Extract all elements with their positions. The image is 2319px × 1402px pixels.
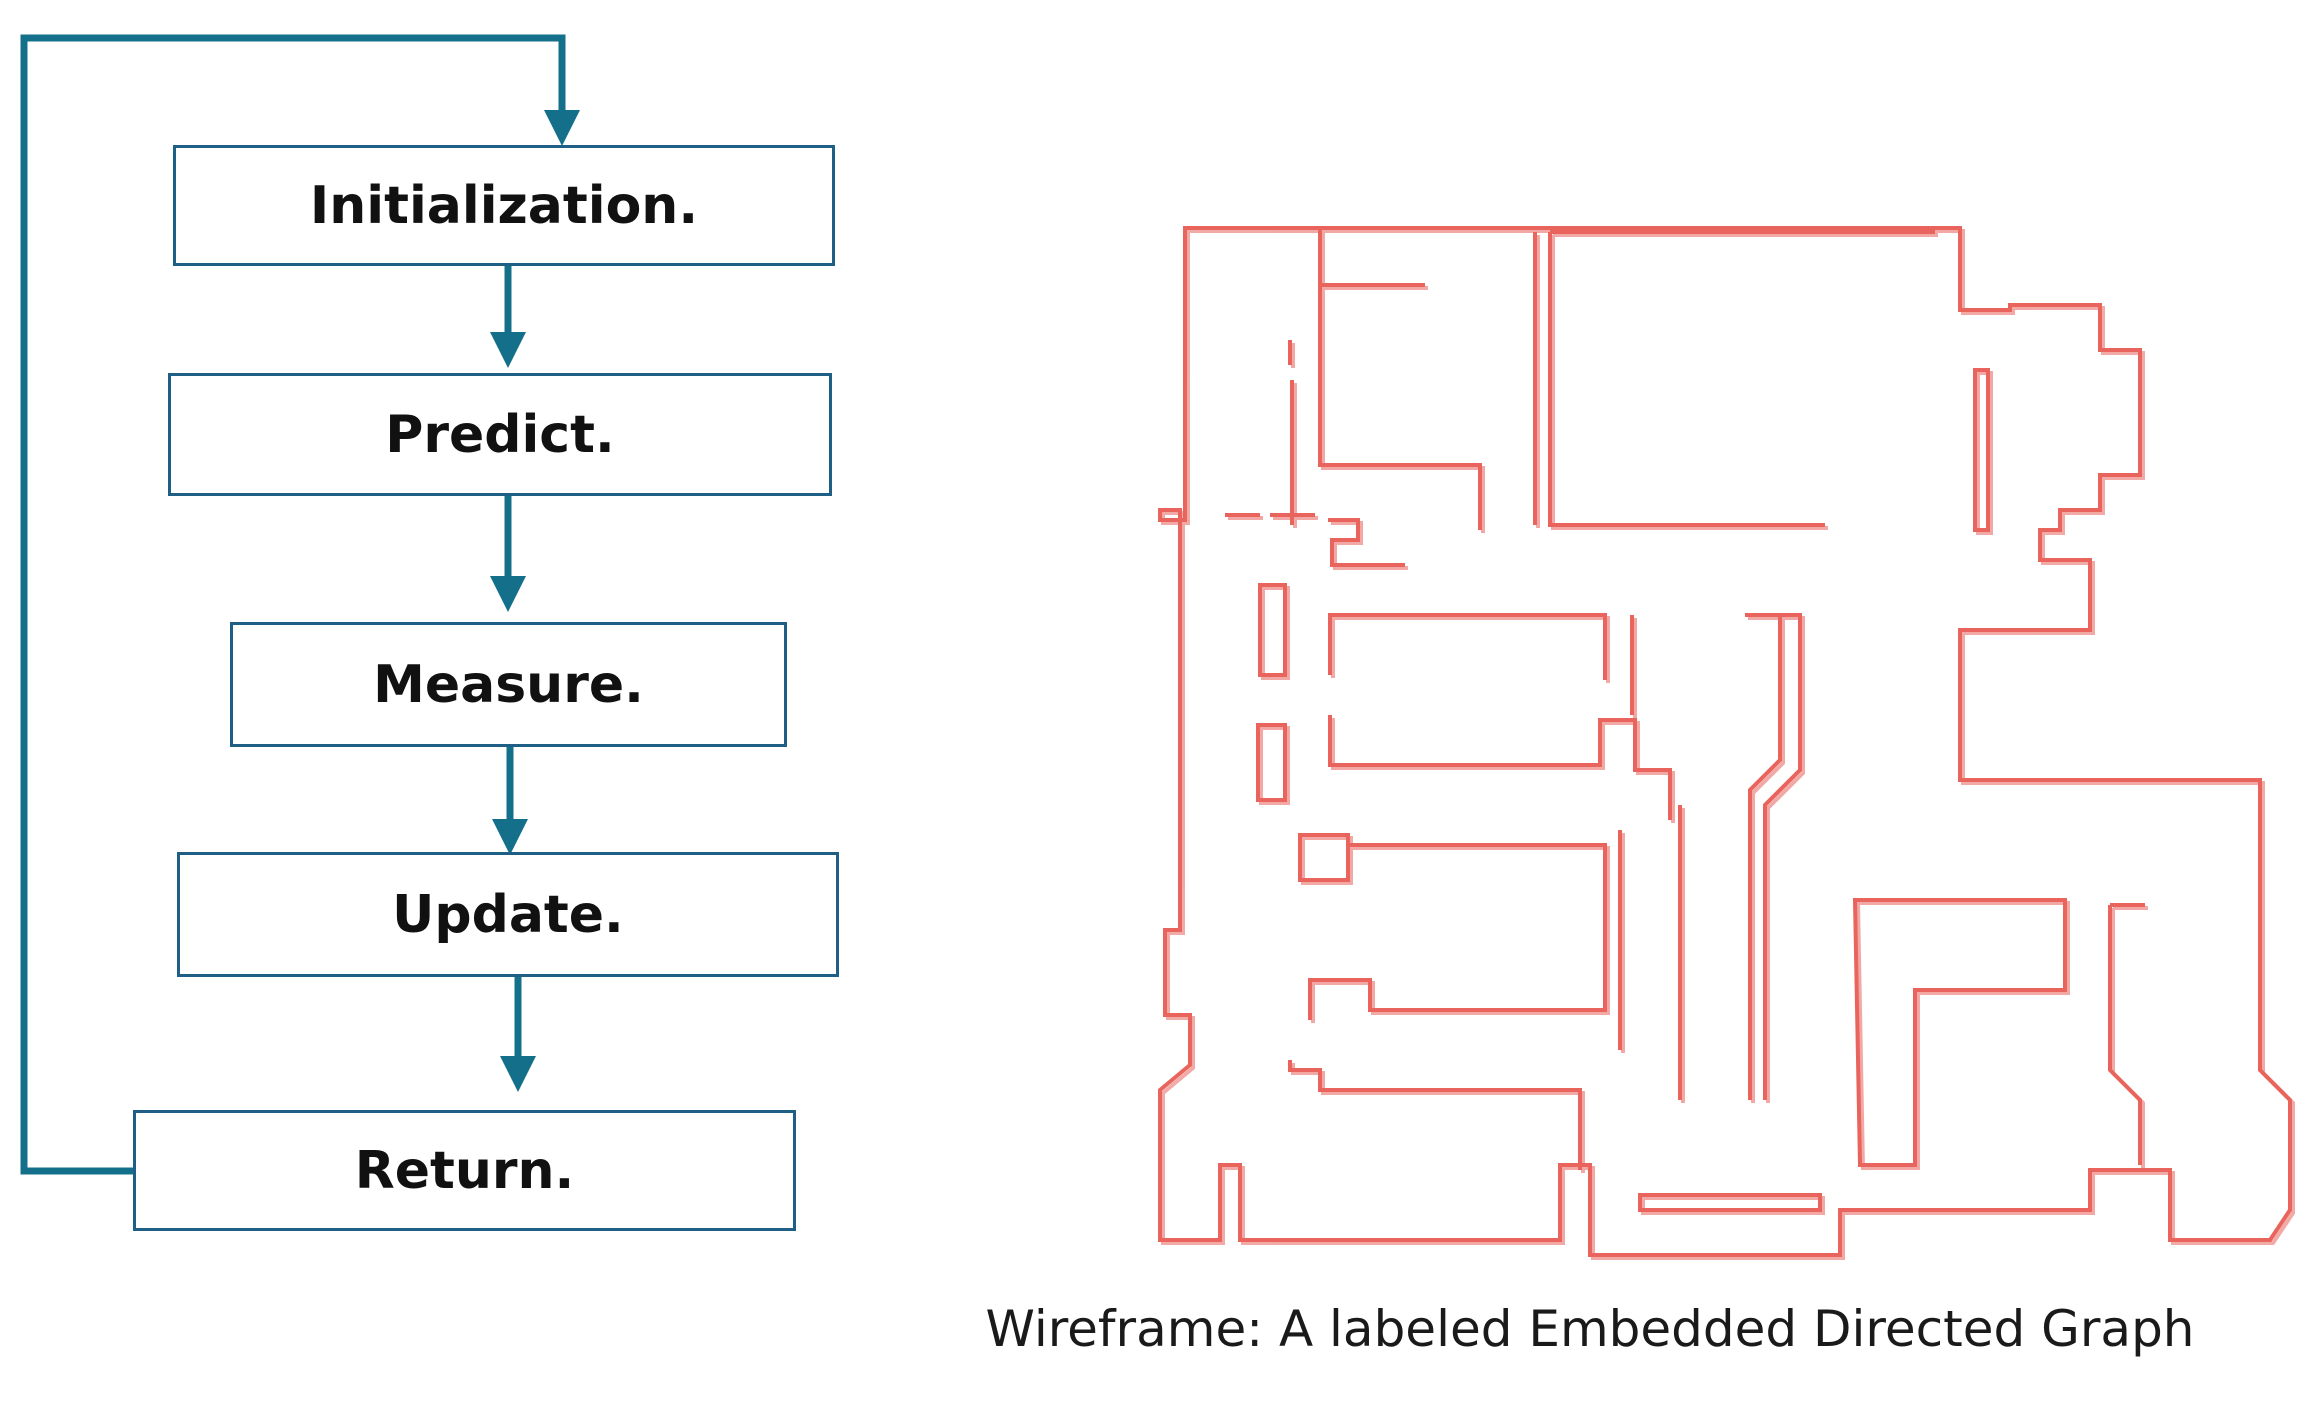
- wall-pillar-left-1: [1258, 583, 1287, 677]
- wall-room-e-bottom: [1288, 1060, 1582, 1170]
- step-return-label: Return.: [354, 1140, 575, 1201]
- wall-room-a: [1318, 228, 1482, 530]
- step-measure: Measure.: [230, 622, 787, 747]
- wall-stub-c: [1328, 518, 1405, 567]
- wall-stub-a: [1288, 340, 1294, 525]
- wall-room-e: [1308, 843, 1607, 1020]
- loop-arrowhead: [544, 110, 580, 146]
- wireframe-walls: [1158, 226, 2292, 1257]
- wall-bar-right: [1973, 368, 1990, 532]
- loop-connector: [20, 34, 566, 1175]
- arrow-update-to-return-head: [500, 1056, 536, 1092]
- wall-room-b: [1548, 232, 1825, 527]
- step-return: Return.: [133, 1110, 796, 1231]
- arrow-measure-to-update-head: [492, 819, 528, 855]
- arrow-initialization-to-predict-head: [490, 332, 526, 368]
- arrow-predict-to-measure-head: [490, 576, 526, 612]
- wall-room-c: [1328, 613, 1607, 680]
- wireframe-floorplan: [1158, 226, 2295, 1260]
- wall-outer-boundary: [1158, 226, 2292, 1257]
- wall-pillar-left-2: [1256, 723, 1287, 802]
- wall-small-box: [1298, 833, 1350, 882]
- step-update-label: Update.: [392, 884, 624, 945]
- wall-room-d: [1328, 715, 1672, 820]
- wall-room-g: [2108, 903, 2145, 1165]
- flowchart-connectors: [20, 34, 580, 1175]
- wall-corridor-3: [1748, 615, 1782, 1100]
- step-initialization-label: Initialization.: [309, 175, 699, 236]
- step-update: Update.: [177, 852, 839, 977]
- step-predict-label: Predict.: [385, 404, 615, 465]
- wall-bottom-bar: [1638, 1193, 1822, 1212]
- step-initialization: Initialization.: [173, 145, 835, 266]
- step-measure-label: Measure.: [373, 654, 644, 715]
- wall-room-f: [1852, 898, 2067, 1167]
- wireframe-caption: Wireframe: A labeled Embedded Directed G…: [985, 1300, 2195, 1358]
- step-predict: Predict.: [168, 373, 832, 496]
